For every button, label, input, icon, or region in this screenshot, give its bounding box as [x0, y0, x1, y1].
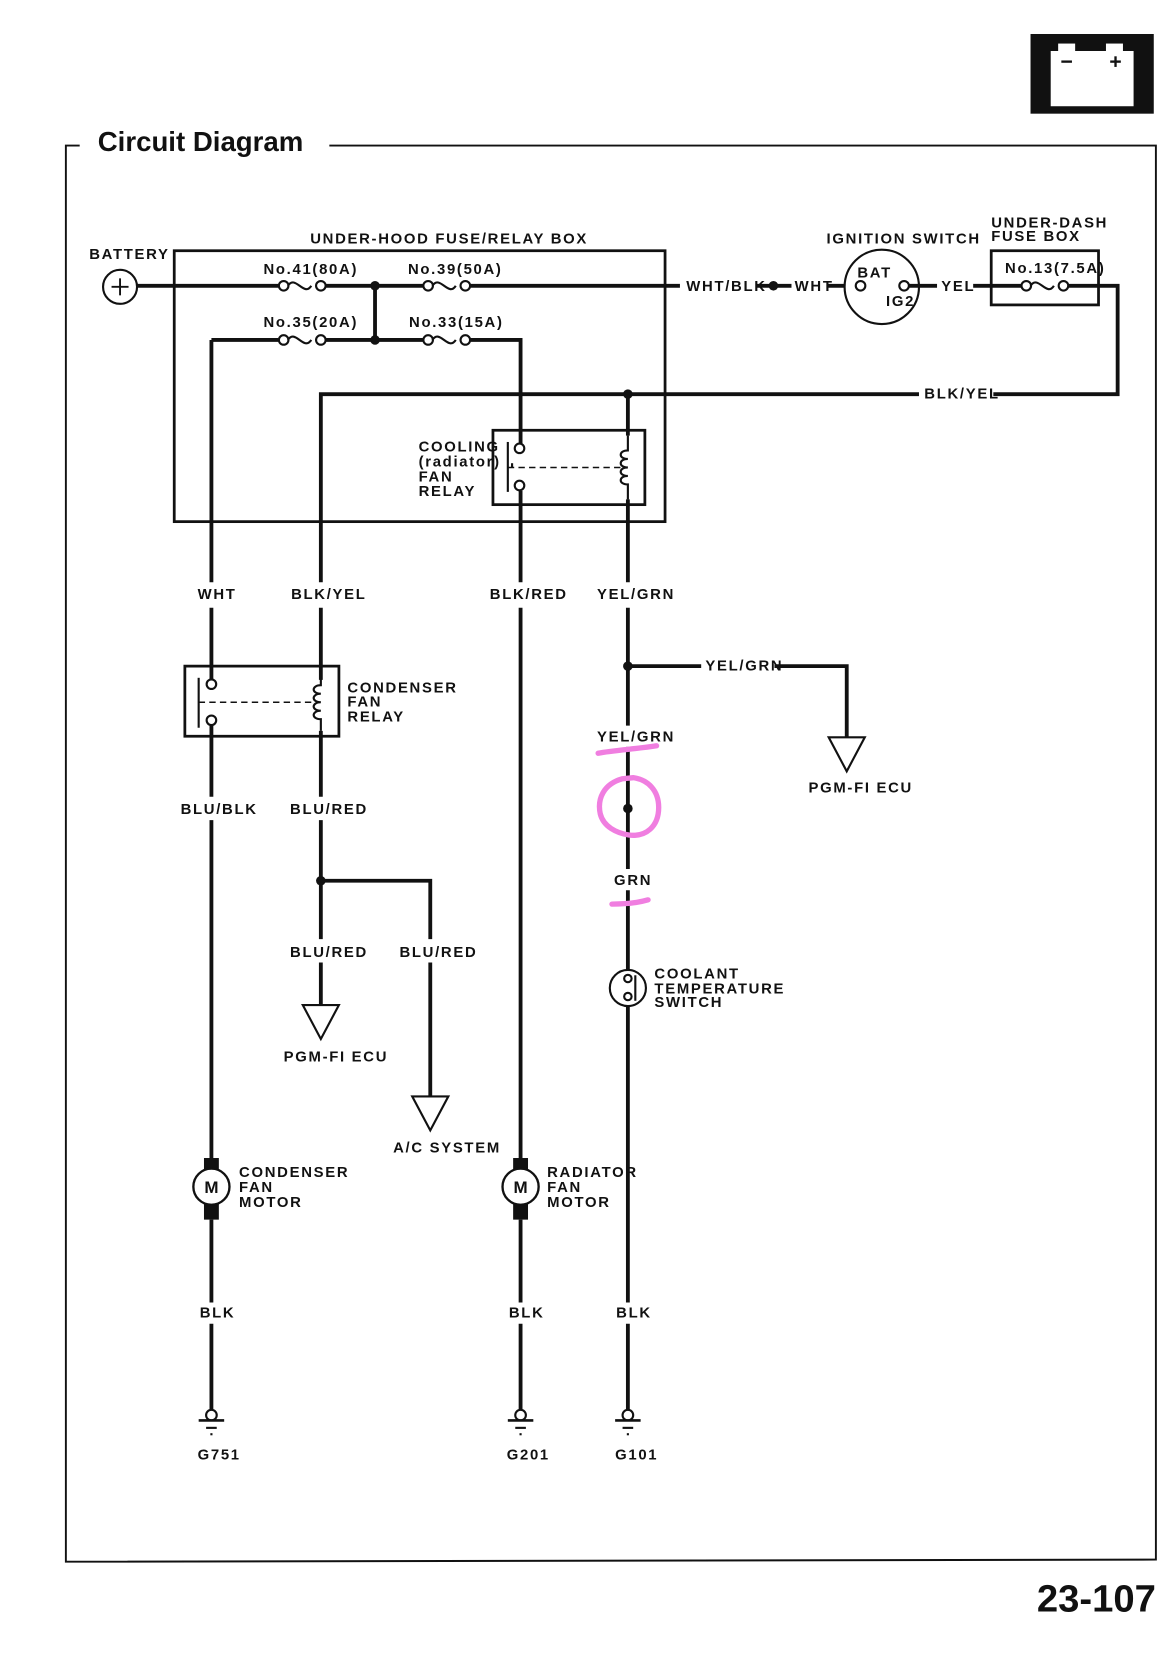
cooling-relay-contacts — [506, 441, 623, 492]
cooling-relay-coil — [619, 435, 629, 500]
fuse-41-label: No.41(80A) — [263, 262, 358, 278]
cooling-relay-label-3: FAN — [419, 469, 454, 485]
condenser-motor-label-1: CONDENSER — [239, 1165, 349, 1181]
fuse-13-label: No.13(7.5A) — [1005, 261, 1105, 277]
cooling-relay-label-2: (radiator) — [419, 454, 501, 470]
radiator-fan-motor — [501, 1158, 540, 1220]
ac-system-label: A/C SYSTEM — [393, 1141, 501, 1157]
page-title: Circuit Diagram — [98, 126, 304, 157]
condenser-fan-motor — [192, 1158, 231, 1220]
splice-node — [623, 803, 633, 814]
radiator-motor-label-3: MOTOR — [547, 1195, 611, 1211]
ground-g101-icon — [615, 1408, 641, 1436]
condenser-motor-label-3: MOTOR — [239, 1195, 303, 1211]
diagram-frame — [64, 144, 1157, 1563]
wire-label-blu-red-3: BLU/RED — [399, 945, 477, 961]
ignition-switch — [843, 248, 921, 326]
ground-label-g201: G201 — [507, 1448, 550, 1464]
radiator-motor-label-2: FAN — [547, 1180, 582, 1196]
pgm-fi-ecu-label-2: PGM-FI ECU — [284, 1049, 389, 1065]
wire-label-yel: YEL — [941, 279, 975, 295]
condenser-relay-label-1: CONDENSER — [347, 681, 457, 697]
fuse-33-label: No.33(15A) — [409, 315, 504, 331]
pgm-fi-ecu-connector-1 — [826, 736, 867, 774]
coolant-switch-label-3: SWITCH — [654, 995, 723, 1011]
wire-blk-yel — [318, 283, 1120, 583]
wire-label-yel-grn-2: YEL/GRN — [597, 730, 675, 746]
motor-symbol: M — [204, 1178, 218, 1197]
condenser-relay-coil — [312, 671, 322, 731]
coolant-temperature-switch — [608, 968, 648, 1008]
pgm-fi-ecu-connector-2 — [301, 1003, 341, 1042]
coolant-switch-label-2: TEMPERATURE — [654, 981, 785, 997]
wire-label-blu-blk: BLU/BLK — [181, 802, 258, 818]
wire-blu-red-branch — [320, 878, 433, 1097]
splice-node — [370, 281, 380, 291]
wire-label-blu-red-2: BLU/RED — [290, 945, 368, 961]
wire-label-yel-grn-branch: YEL/GRN — [705, 658, 783, 674]
fuse-33 — [422, 334, 472, 346]
fuse-13 — [1020, 279, 1070, 292]
fuse-39-label: No.39(50A) — [408, 262, 503, 278]
cooling-fan-relay — [491, 428, 647, 507]
condenser-relay-label-3: RELAY — [347, 709, 405, 725]
ground-label-g101: G101 — [615, 1448, 658, 1464]
wire-label-yel-grn: YEL/GRN — [597, 587, 675, 603]
wire-label-blk-yel: BLK/YEL — [291, 587, 366, 603]
underdash-box-label-1: UNDER-DASH — [991, 215, 1108, 231]
pgm-fi-ecu-label-1: PGM-FI ECU — [808, 781, 913, 797]
wire-fuse-row2 — [211, 338, 523, 445]
fuse-35 — [277, 334, 327, 346]
underdash-fuse-box — [989, 249, 1100, 307]
wire-label-wht-top: WHT — [795, 279, 834, 295]
underhood-box-label: UNDER-HOOD FUSE/RELAY BOX — [310, 231, 588, 247]
battery-label: BATTERY — [89, 247, 169, 263]
battery-icon — [1030, 33, 1154, 114]
fuse-41 — [277, 279, 327, 292]
ground-g201-icon — [507, 1408, 534, 1436]
underhood-fuse-relay-box — [172, 249, 667, 524]
coolant-switch-label-1: COOLANT — [654, 966, 739, 982]
condenser-relay-contacts — [197, 677, 316, 728]
annotation-underline-yel-grn — [595, 743, 660, 756]
ground-label-g751: G751 — [198, 1448, 241, 1464]
wire-label-wht-blk: WHT/BLK — [686, 279, 766, 295]
annotation-underline-grn — [609, 897, 651, 907]
condenser-relay-label-2: FAN — [347, 694, 382, 710]
wire-label-blk-2: BLK — [509, 1305, 545, 1321]
ignition-ig2-terminal: IG2 — [886, 294, 915, 310]
page-number: 23-107 — [1037, 1578, 1156, 1621]
fuse-35-label: No.35(20A) — [263, 315, 358, 331]
annotation-circle-splice — [596, 775, 662, 838]
cooling-relay-label-1: COOLING — [419, 440, 500, 456]
radiator-motor-label-1: RADIATOR — [547, 1165, 638, 1181]
ignition-switch-label: IGNITION SWITCH — [827, 231, 981, 247]
wire-label-blu-red-1: BLU/RED — [290, 802, 368, 818]
wire-label-blk-yel-top: BLK/YEL — [924, 386, 999, 402]
cooling-relay-label-4: RELAY — [419, 484, 477, 500]
wire-label-blk-1: BLK — [200, 1305, 236, 1321]
wire-label-blk-red: BLK/RED — [490, 587, 568, 603]
wire-label-grn: GRN — [614, 873, 652, 889]
wire-label-wht: WHT — [198, 587, 237, 603]
wire-yel-grn-branch — [627, 664, 849, 738]
fuse-39 — [422, 279, 472, 292]
connector-node — [768, 281, 779, 291]
condenser-fan-relay — [183, 664, 341, 738]
ground-g751-icon — [198, 1408, 225, 1436]
ignition-bat-terminal: BAT — [857, 265, 892, 281]
condenser-motor-label-2: FAN — [239, 1180, 274, 1196]
motor-symbol: M — [513, 1178, 527, 1197]
battery-terminal — [101, 268, 139, 305]
ac-system-connector — [410, 1095, 451, 1133]
underdash-box-label-2: FUSE BOX — [991, 229, 1081, 245]
pink-annotation — [595, 743, 662, 907]
wire-label-blk-3: BLK — [616, 1305, 652, 1321]
